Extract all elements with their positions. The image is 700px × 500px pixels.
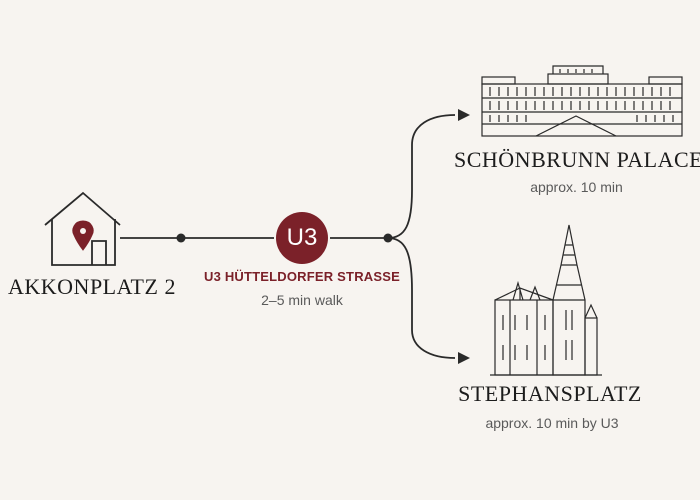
location-pin-icon: [72, 220, 94, 251]
palace-central-top: [547, 73, 609, 85]
arrowheads: [458, 109, 470, 364]
station-name: U3 HÜTTELDORFER STRASSE: [203, 269, 400, 284]
small-tower-right: [529, 285, 541, 301]
arrow-head-stephansplatz: [458, 352, 470, 364]
st-stephens-cathedral-illustration: [490, 224, 602, 376]
location-pin-hole: [80, 228, 86, 234]
spire-bands: [553, 264, 585, 301]
destination-title-schonbrunn: SCHÖNBRUNN PALACE: [454, 147, 700, 172]
cathedral-windows-top: [502, 315, 546, 330]
schonbrunn-palace-illustration: [481, 65, 683, 137]
route-dot-1: [176, 233, 186, 243]
destination-time-stephansplatz: approx. 10 min by U3: [485, 415, 619, 431]
cathedral-right-roof: [584, 303, 598, 319]
house-walls: [51, 219, 116, 266]
cathedral-left-roof: [494, 287, 554, 301]
route-dot-branch: [383, 233, 393, 243]
spire-windows: [565, 310, 573, 360]
cathedral-windows-bottom: [502, 345, 546, 360]
start-title: AKKONPLATZ 2: [8, 274, 176, 299]
spire-lines: [563, 244, 575, 256]
line-branch-to-stephansplatz: [387, 237, 456, 359]
small-tower-left: [512, 280, 524, 301]
palace-roof-center: [552, 65, 604, 74]
line-branch-to-schonbrunn: [387, 114, 456, 239]
cathedral-right-section: [584, 317, 598, 376]
palace-windows: [489, 69, 674, 122]
destination-title-stephansplatz: STEPHANSPLATZ: [458, 381, 642, 406]
house-roof: [44, 191, 121, 226]
palace-left-top: [481, 76, 516, 85]
palace-right-top: [648, 76, 683, 85]
route-dots: [176, 233, 393, 243]
cathedral-left-section: [494, 299, 554, 376]
palace-floors: [482, 97, 682, 125]
u3-badge: [276, 212, 328, 264]
arrow-head-schonbrunn: [458, 109, 470, 121]
destination-time-schonbrunn: approx. 10 min: [530, 179, 623, 195]
house-with-location-pin-icon: [44, 191, 121, 266]
route-lines: [120, 114, 456, 359]
house-door: [91, 240, 107, 265]
cathedral-left-details: [509, 288, 538, 375]
station-walk-time: 2–5 min walk: [261, 292, 343, 308]
palace-stairs: [535, 115, 617, 137]
u3-badge-label: U3: [286, 224, 318, 251]
